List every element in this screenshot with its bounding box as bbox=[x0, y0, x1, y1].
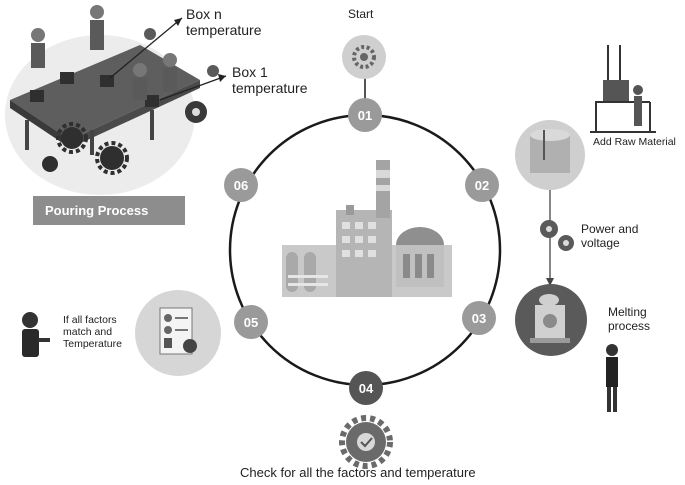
furnace-icon bbox=[515, 284, 587, 356]
raw-material-bubble bbox=[515, 120, 585, 190]
step-02-num: 02 bbox=[475, 178, 489, 193]
factors-match-label: If all factors match and Temperature bbox=[63, 314, 122, 351]
step-01: 01 bbox=[348, 98, 382, 132]
worker-icon-right bbox=[606, 344, 618, 412]
power-voltage-label: Power and voltage bbox=[581, 222, 639, 250]
step-04-num: 04 bbox=[359, 381, 374, 396]
worker-icon-left bbox=[22, 312, 50, 357]
step-04: 04 bbox=[349, 371, 383, 405]
factory-icon bbox=[282, 160, 452, 297]
step-01-num: 01 bbox=[358, 108, 372, 123]
small-gear-icon bbox=[144, 28, 156, 40]
add-raw-material-label: Add Raw Material bbox=[593, 136, 676, 148]
box-1-arrowhead bbox=[218, 74, 226, 82]
step-06: 06 bbox=[224, 168, 258, 202]
box-n-temperature-label: Box n temperature bbox=[186, 6, 262, 39]
start-gear-icon bbox=[342, 35, 386, 79]
melting-process-label: Melting process bbox=[608, 305, 651, 333]
box-1-temperature-label: Box 1 temperature bbox=[232, 64, 308, 97]
raw-material-machine-icon bbox=[590, 45, 656, 133]
check-factors-label: Check for all the factors and temperatur… bbox=[240, 465, 476, 480]
small-gear-icon-2 bbox=[207, 65, 219, 77]
pouring-banner bbox=[33, 196, 185, 225]
box-1-arrow bbox=[159, 75, 227, 101]
right-arrowhead bbox=[546, 278, 554, 286]
step-05-num: 05 bbox=[244, 315, 258, 330]
check-gear-icon bbox=[339, 415, 393, 469]
worker-icon bbox=[31, 5, 177, 100]
step-02: 02 bbox=[465, 168, 499, 202]
power-icon bbox=[540, 220, 574, 251]
box-n-arrow bbox=[109, 17, 183, 79]
step-03-num: 03 bbox=[472, 311, 486, 326]
step-06-num: 06 bbox=[234, 178, 248, 193]
checklist-icon bbox=[135, 290, 221, 376]
start-label: Start bbox=[348, 7, 374, 21]
pouring-process-label: Pouring Process bbox=[45, 203, 149, 218]
step-03: 03 bbox=[462, 301, 496, 335]
step-05: 05 bbox=[234, 305, 268, 339]
box-n-arrowhead bbox=[174, 18, 182, 26]
gears-icon bbox=[42, 122, 129, 175]
